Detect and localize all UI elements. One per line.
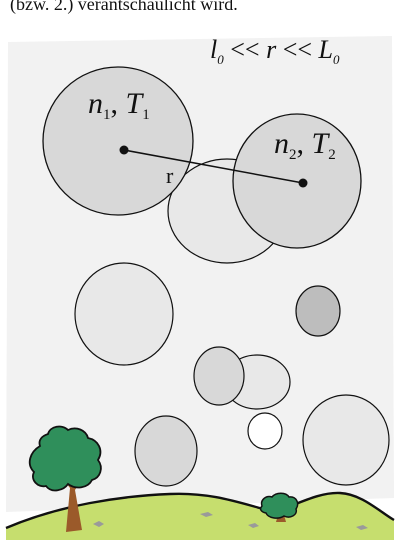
fluid-cell — [295, 285, 341, 337]
cell-1-center — [119, 145, 129, 155]
cell-2-label: n2, T2 — [274, 127, 336, 163]
stone-icon — [93, 512, 368, 530]
fluid-cells — [74, 158, 390, 487]
cell-1 — [42, 66, 194, 216]
tree-trunk — [62, 476, 82, 532]
fluid-cell — [134, 415, 198, 487]
caption-text: (bzw. 2.) verantschaulicht wird. — [10, 0, 238, 14]
cell-2 — [232, 113, 362, 249]
distance-label: r — [166, 163, 174, 188]
bush-foliage — [259, 492, 299, 519]
ground-outline — [5, 491, 395, 530]
bush-icon — [259, 492, 299, 522]
fluid-cell — [193, 346, 245, 406]
fluid-cell — [302, 394, 390, 486]
distance-line — [123, 149, 304, 184]
cell-1-label: n1, T1 — [88, 87, 150, 123]
fluid-cell — [247, 412, 283, 450]
tree-foliage — [28, 425, 102, 492]
tree-icon — [28, 425, 102, 532]
cell-2-center — [298, 178, 308, 188]
fluid-cell — [74, 262, 174, 366]
scale-relation: l0 << r << L0 — [210, 35, 340, 67]
